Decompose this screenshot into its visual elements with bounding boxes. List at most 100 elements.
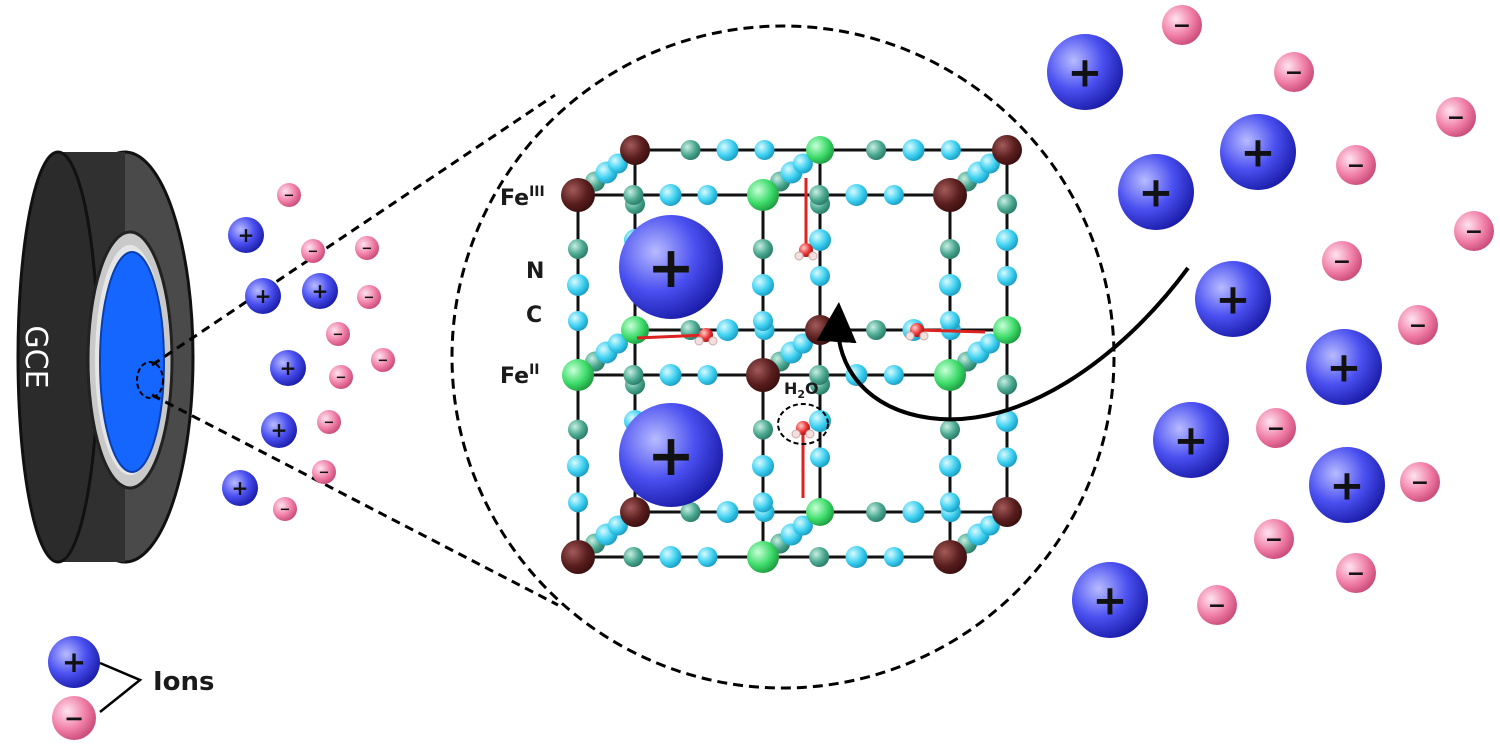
cation-sign: +: [1326, 342, 1361, 391]
cation-icon: +: [261, 412, 297, 448]
zoom-line-top: [151, 93, 556, 367]
anion-sphere: [277, 183, 301, 207]
nitrogen-atom: [716, 501, 739, 523]
nitrogen-atom: [659, 546, 682, 568]
label-nitrogen: N: [526, 259, 544, 284]
nitrogen-atom: [792, 515, 813, 536]
anion-icon: −: [312, 460, 336, 484]
water-bond: [916, 328, 986, 334]
cation-sign: +: [1173, 415, 1208, 464]
label-fe2: FeII: [500, 362, 539, 389]
nitrogen-atom: [845, 184, 868, 206]
carbon-atom: [997, 194, 1017, 214]
anion-sign: −: [1465, 220, 1483, 245]
anion-icon: −: [355, 236, 379, 260]
cation-sign: +: [647, 423, 695, 489]
anion-icon: −: [1398, 305, 1438, 345]
fe3-atom: [805, 315, 835, 345]
cation-icon: +: [619, 403, 723, 507]
cation-icon: +: [619, 215, 723, 319]
anion-sign: −: [319, 466, 330, 481]
legend-bracket: [99, 661, 143, 713]
cation-sphere: [619, 215, 723, 319]
anion-sphere: [1274, 52, 1314, 92]
carbon-atom: [866, 320, 887, 340]
cation-sphere: [302, 273, 338, 309]
legend: Ions +−: [48, 636, 215, 740]
cation-sphere: [222, 470, 258, 506]
anion-sphere: [1400, 462, 1440, 502]
fe2-atom: [806, 498, 834, 526]
nitrogen-atom: [902, 139, 925, 161]
cation-icon: +: [1153, 402, 1229, 478]
hydrogen-atom: [919, 331, 929, 341]
cation-sphere: [261, 412, 297, 448]
carbon-atom: [568, 419, 588, 440]
fe3-atom: [561, 540, 595, 574]
fe2-atom: [993, 316, 1021, 344]
carbon-atom: [866, 140, 887, 160]
nitrogen-atom: [996, 410, 1018, 432]
cation-icon: +: [302, 273, 338, 309]
nitrogen-atom: [997, 447, 1017, 468]
anion-sphere: [301, 239, 325, 263]
carbon-atom: [809, 185, 830, 205]
anion-sign: −: [324, 416, 335, 431]
nitrogen-atom: [568, 311, 588, 331]
anion-sign: −: [333, 328, 344, 343]
carbon-atom: [809, 365, 830, 385]
nitrogen-atom: [607, 333, 628, 354]
cation-sign: +: [1092, 575, 1127, 624]
nitrogen-atom: [716, 139, 739, 161]
anion-icon: −: [52, 696, 96, 740]
hydrogen-atom: [805, 429, 815, 439]
nitrogen-atom: [697, 547, 718, 567]
label-carbon: C: [526, 303, 542, 328]
cation-sphere: [270, 350, 306, 386]
carbon-atom: [866, 502, 887, 522]
cation-icon: +: [1195, 261, 1271, 337]
nitrogen-atom: [754, 140, 775, 160]
hydrogen-atom: [694, 336, 704, 346]
anion-sign: −: [1265, 528, 1283, 553]
anion-icon: −: [1336, 553, 1376, 593]
cation-sign: +: [238, 223, 255, 247]
cation-sphere: [1306, 329, 1382, 405]
legend-label: Ions: [153, 667, 215, 697]
cation-sign: +: [312, 279, 329, 303]
anion-icon: −: [1162, 5, 1202, 45]
cation-icon: +: [1072, 562, 1148, 638]
carbon-atom: [940, 419, 960, 440]
nitrogen-atom: [716, 319, 739, 341]
anion-sphere: [273, 497, 297, 521]
carbon-atom: [623, 185, 644, 205]
nitrogen-atom: [883, 547, 904, 567]
carbon-atom: [809, 547, 830, 567]
nitrogen-atom: [997, 266, 1017, 286]
magnified-spot: [136, 361, 164, 399]
anion-sign: −: [1208, 594, 1226, 619]
nitrogen-atom: [979, 333, 1000, 354]
nitrogen-atom: [567, 455, 589, 477]
anion-sign: −: [284, 189, 295, 204]
fe3-atom: [620, 135, 650, 165]
cation-sign: +: [1138, 167, 1173, 216]
nitrogen-atom: [845, 546, 868, 568]
fe3-atom: [746, 358, 780, 392]
cation-sphere: [619, 403, 723, 507]
anion-sphere: [312, 460, 336, 484]
anion-sphere: [317, 410, 341, 434]
anion-sign: −: [378, 354, 389, 369]
cation-icon: +: [1047, 34, 1123, 110]
cation-icon: +: [245, 278, 281, 314]
fe2-atom: [621, 316, 649, 344]
cation-sphere: [228, 217, 264, 253]
nitrogen-atom: [752, 274, 774, 296]
anion-icon: −: [357, 285, 381, 309]
arrow-icon: [816, 266, 1190, 422]
anion-icon: −: [1436, 97, 1476, 137]
cation-sphere: [1309, 447, 1385, 523]
fe2-atom: [934, 359, 966, 391]
nitrogen-atom: [659, 364, 682, 386]
zoom-line-bottom: [151, 393, 559, 607]
